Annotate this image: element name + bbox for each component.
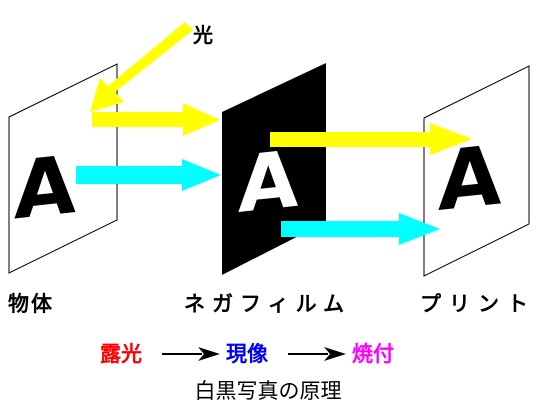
- caption: 白黒写真の原理: [194, 379, 342, 403]
- process-flow: 露光 現像 焼付: [100, 338, 430, 368]
- object-label: 物体: [8, 292, 54, 316]
- negative-letter: A: [238, 134, 299, 231]
- incoming-light-arrow: [90, 22, 193, 112]
- process-arrow-2: [288, 347, 346, 361]
- object-panel: [8, 63, 118, 274]
- print-label: プリント: [420, 292, 536, 316]
- light-arrow-negative-to-print: [270, 123, 472, 155]
- step-exposure: 露光: [100, 342, 142, 366]
- process-arrow-1: [162, 347, 220, 361]
- step-printing: 焼付: [352, 342, 394, 366]
- object-letter: A: [14, 138, 76, 237]
- light-arrow-object-to-negative: [92, 103, 220, 136]
- step-development: 現像: [226, 342, 268, 366]
- cyan-arrow-negative-to-print: [281, 213, 440, 245]
- cyan-arrow-object-to-negative: [76, 159, 221, 191]
- light-label: 光: [193, 23, 213, 47]
- negative-film-label: ネガフィルム: [184, 292, 352, 316]
